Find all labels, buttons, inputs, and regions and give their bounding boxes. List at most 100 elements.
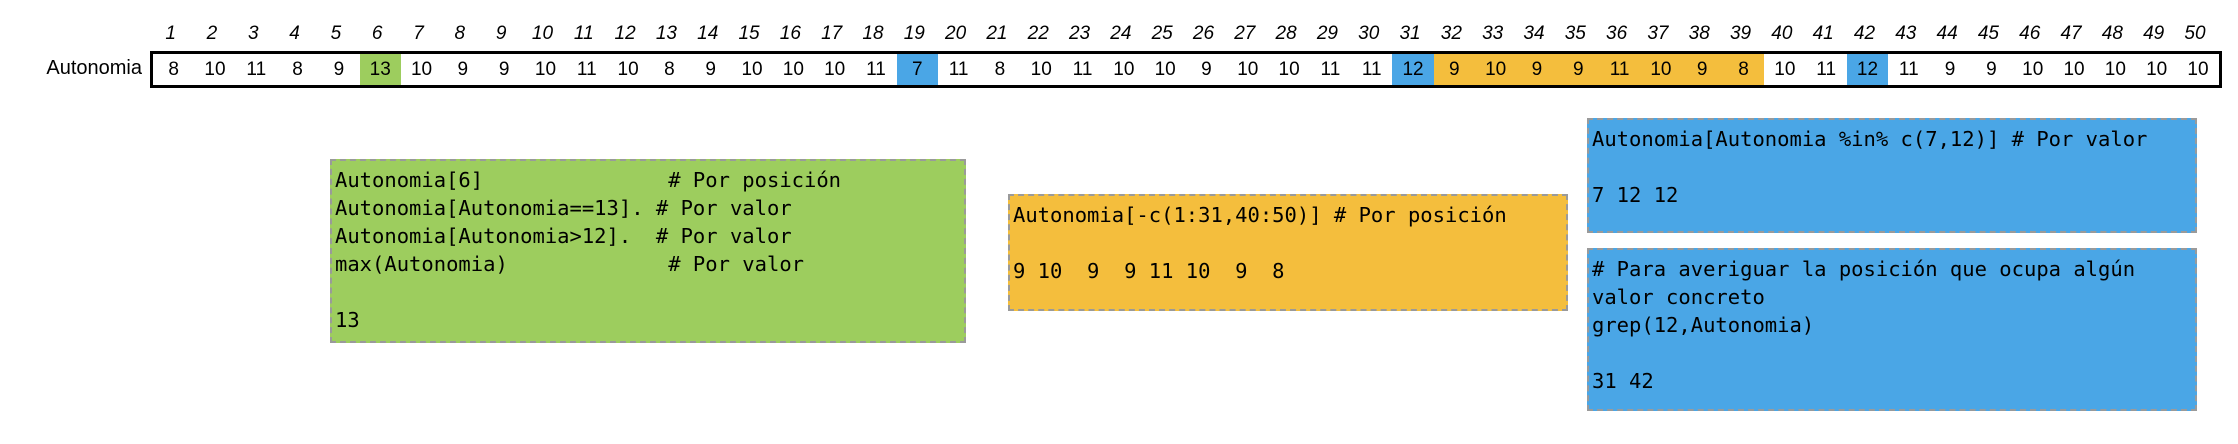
code-line: Autonomia[Autonomia %in% c(7,12)] # Por … (1592, 127, 2148, 151)
index-label: 21 (986, 23, 1008, 44)
code-line: valor concreto (1592, 285, 1765, 309)
vector-cell: 10 (782, 59, 804, 80)
code-box-blue-top: Autonomia[Autonomia %in% c(7,12)] # Por … (1587, 118, 2197, 233)
code-line: 7 12 12 (1592, 183, 1679, 207)
vector-cell: 11 (1361, 59, 1382, 80)
vector-cell: 10 (1475, 54, 1517, 85)
code-line: max(Autonomia) # Por valor (335, 252, 804, 276)
vector-cell: 11 (948, 59, 969, 80)
code-line: # Para averiguar la posición que ocupa a… (1592, 257, 2136, 281)
code-line: 9 10 9 9 11 10 9 8 (1013, 259, 1285, 283)
index-label: 8 (454, 23, 466, 44)
code-line: Autonomia[Autonomia>12]. # Por valor (335, 224, 792, 248)
vector-cell: 9 (457, 59, 469, 80)
index-label: 7 (413, 23, 424, 44)
index-label: 23 (1068, 23, 1091, 44)
index-label: 24 (1110, 23, 1132, 44)
index-label: 45 (1977, 23, 1999, 44)
index-label: 6 (371, 23, 383, 44)
index-label: 16 (779, 23, 801, 44)
index-label: 10 (531, 23, 554, 44)
vector-cell: 12 (1846, 54, 1889, 85)
index-label: 17 (821, 23, 843, 44)
vector-label: Autonomia (46, 57, 142, 79)
index-label: 37 (1647, 23, 1669, 44)
vector-cell: 10 (2104, 59, 2126, 80)
code-box-blue-bottom: # Para averiguar la posición que ocupa a… (1587, 248, 2197, 411)
vector-cell: 10 (2187, 59, 2209, 80)
code-line: Autonomia[Autonomia==13]. # Por valor (335, 196, 792, 220)
vector-cell: 11 (576, 59, 597, 80)
index-label: 22 (1027, 23, 1049, 44)
vector-cell: 9 (705, 59, 716, 80)
index-label: 43 (1895, 23, 1917, 44)
vector-cell: 10 (617, 59, 639, 80)
index-label: 46 (2019, 23, 2041, 44)
vector-cell: 11 (1598, 54, 1641, 85)
vector-cell: 10 (534, 59, 557, 80)
vector-cell: 11 (1898, 59, 1919, 80)
index-label: 4 (289, 23, 300, 44)
vector-cell: 9 (1557, 54, 1599, 85)
vector-cell: 10 (410, 59, 433, 80)
vector-cell: 11 (1816, 59, 1837, 80)
vector-cell: 8 (994, 59, 1006, 80)
index-label: 30 (1358, 23, 1380, 44)
index-label: 47 (2060, 23, 2082, 44)
code-line: 13 (335, 308, 360, 332)
code-line (1592, 339, 2192, 367)
vector-cell: 10 (741, 59, 763, 80)
index-label: 34 (1523, 23, 1545, 44)
vector-cell: 11 (1320, 59, 1341, 80)
vector-cell: 8 (1722, 54, 1765, 85)
vector-cell: 9 (1944, 59, 1956, 80)
index-label: 48 (2101, 23, 2123, 44)
vector-cell: 7 (896, 54, 938, 85)
code-line (1013, 229, 1563, 257)
index-label: 12 (614, 23, 636, 44)
index-label: 50 (2184, 23, 2206, 44)
index-label: 19 (903, 23, 925, 44)
vector-cell: 10 (204, 59, 226, 80)
vector-cell: 11 (246, 59, 267, 80)
code-box-orange: Autonomia[-c(1:31,40:50)] # Por posición… (1008, 194, 1568, 311)
index-label: 38 (1688, 23, 1710, 44)
code-line: Autonomia[-c(1:31,40:50)] # Por posición (1013, 203, 1507, 227)
vector-cell: 8 (292, 59, 303, 80)
vector-cell: 9 (1986, 59, 1997, 80)
vector-cell: 10 (1774, 59, 1796, 80)
vector-cell: 9 (1433, 54, 1475, 85)
vector-cell: 8 (664, 59, 675, 80)
vector-cell: 10 (1278, 59, 1300, 80)
vector-cell: 13 (359, 54, 401, 85)
code-line (335, 278, 961, 306)
index-label: 32 (1440, 23, 1462, 44)
index-label: 41 (1812, 23, 1834, 44)
code-line: 31 42 (1592, 369, 1654, 393)
index-label: 9 (495, 23, 507, 44)
index-label: 2 (206, 23, 218, 44)
index-label: 18 (862, 23, 884, 44)
index-label: 15 (738, 23, 760, 44)
index-label: 11 (573, 23, 594, 44)
code-line (1592, 153, 2192, 181)
index-label: 1 (165, 23, 176, 44)
vector-cell: 10 (1640, 54, 1682, 85)
vector-cell: 9 (1201, 59, 1212, 80)
index-label: 36 (1606, 23, 1628, 44)
vector-cell: 11 (866, 59, 886, 80)
index-label: 28 (1275, 23, 1297, 44)
index-label: 29 (1316, 23, 1338, 44)
index-label: 31 (1399, 23, 1421, 44)
vector-cell: 8 (168, 59, 179, 80)
index-label: 13 (655, 23, 677, 44)
vector-cell: 10 (1154, 59, 1176, 80)
index-label: 25 (1151, 23, 1173, 44)
index-label: 40 (1771, 23, 1793, 44)
vector-cell: 10 (1030, 59, 1052, 80)
index-label: 20 (945, 23, 967, 44)
index-label: 35 (1564, 23, 1586, 44)
